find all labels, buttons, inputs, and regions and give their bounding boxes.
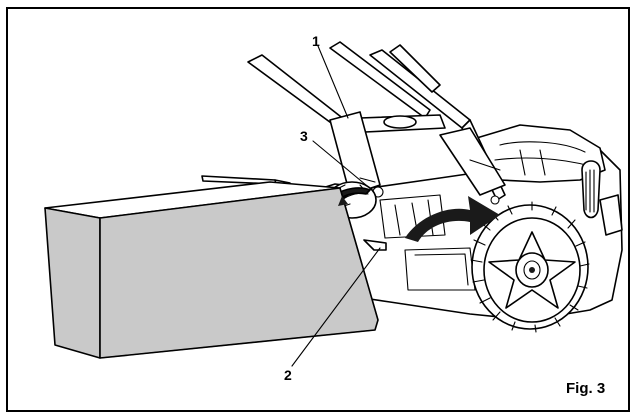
callout-leader-lines <box>291 45 381 367</box>
rotation-arrow <box>338 192 369 206</box>
mounting-direction-arrow <box>405 196 500 242</box>
figure-frame <box>6 7 630 412</box>
right-rear-wheel <box>470 201 590 333</box>
handle-bars <box>247 41 506 205</box>
figure-label: Fig. 3 <box>566 380 605 397</box>
callout-1: 1 <box>312 33 320 49</box>
callout-3: 3 <box>300 128 308 144</box>
callout-2: 2 <box>284 367 292 383</box>
grass-collection-box <box>44 175 387 359</box>
